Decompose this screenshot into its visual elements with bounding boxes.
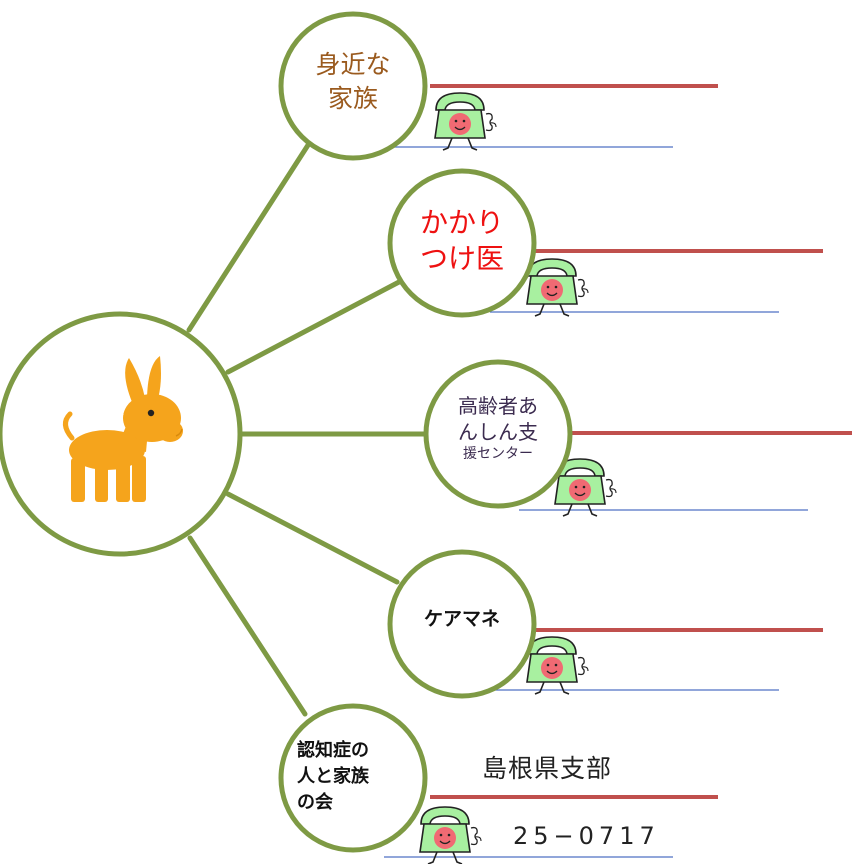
- node-label-family: 身近な 家族: [293, 48, 413, 116]
- node-label-support-center: 高齢者あ んしん支 援センター: [440, 393, 556, 463]
- node-circle-doctor: [387, 168, 537, 318]
- association-branch-name: 島根県支部: [482, 754, 613, 783]
- node-label-doctor: かかり つけ医: [398, 205, 526, 278]
- phone-character-icon: [526, 636, 589, 695]
- connector-doctor: [225, 279, 402, 375]
- node-label-line: 認知症の: [297, 740, 369, 761]
- node-label-line: かかり: [419, 206, 504, 239]
- connectors: [186, 139, 428, 717]
- node-circle-support-center: [423, 359, 573, 509]
- association-phone-number: 25−0717: [513, 822, 660, 850]
- contact-lines: [384, 84, 852, 861]
- node-label-association: 認知症の 人と家族 の会: [297, 738, 409, 816]
- node-label-line: 家族: [327, 83, 378, 113]
- phone-character-icon: [434, 92, 497, 151]
- node-circle-care-manager: [387, 549, 537, 699]
- phone-character-icon: [526, 258, 589, 317]
- node-label-line: 人と家族: [297, 766, 369, 788]
- node-label-line: んしん支: [458, 420, 538, 444]
- donkey-icon: [63, 356, 183, 502]
- node-label-line: 高齢者あ: [458, 394, 538, 418]
- node-label-line: の会: [297, 792, 333, 814]
- node-label-line: 身近な: [315, 50, 391, 79]
- node-circle-family: [278, 11, 428, 161]
- node-label-care-manager: ケアマネ: [402, 608, 522, 632]
- node-label-line: 援センター: [463, 446, 533, 462]
- connector-care-manager: [225, 491, 400, 585]
- node-label-line: ケアマネ: [423, 608, 500, 630]
- connector-association: [187, 535, 308, 717]
- node-circle-association: [278, 703, 428, 853]
- node-label-line: つけ医: [419, 242, 504, 276]
- connector-family: [186, 139, 313, 333]
